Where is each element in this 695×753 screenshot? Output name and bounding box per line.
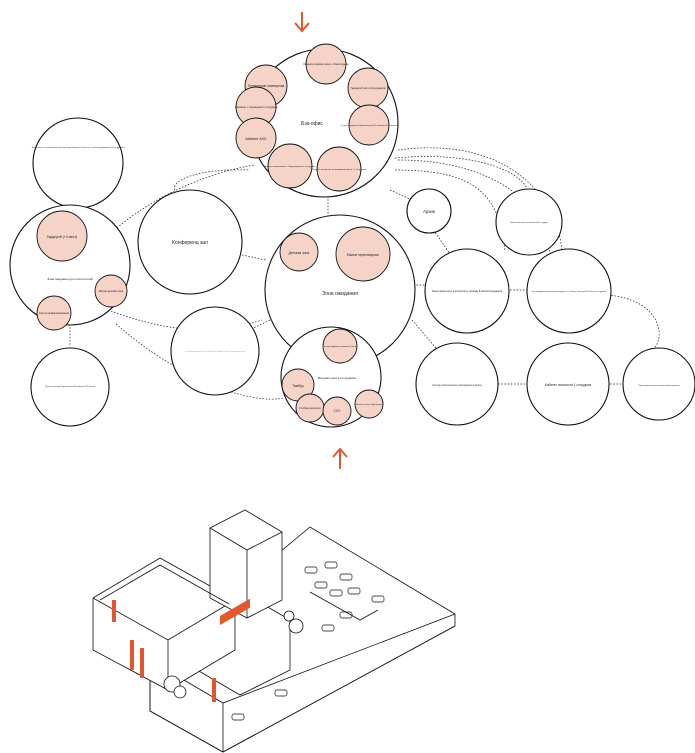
kids-zone-label: Детская зона <box>289 251 310 255</box>
wc-visitors-a-label: С/у для посетителей Раздельный для М (2 … <box>45 385 96 388</box>
wc-staff-bubble <box>348 104 390 146</box>
tree-icon <box>283 610 304 634</box>
building-illustration <box>92 509 456 753</box>
waiting-main-label: Зона ожидания <box>322 291 358 297</box>
aho-label: Кабинет АХО <box>246 137 267 141</box>
specialists-label: Отдел(ы) специалистов (например юрист) ~… <box>311 169 367 171</box>
kids-zone-a-label: Малая детская зона <box>99 289 124 293</box>
collective-space-circle <box>622 347 695 421</box>
bottom-entrance-arrow-icon <box>332 447 348 469</box>
tower-block <box>209 509 283 619</box>
top-entrance-arrow-icon <box>294 12 310 33</box>
facade-panel-4 <box>212 678 216 702</box>
cctv-label: ССУ <box>334 409 342 413</box>
wardrobe-visitors-label: Гардероб (+4 мест) <box>47 235 77 239</box>
wardrobe-visitors-bubble <box>36 210 88 262</box>
wc-staff-label: С/у для сотрудников Раздельный для М (2 … <box>341 124 398 127</box>
room-kitchen-bubble <box>305 43 347 85</box>
specialists-bubble <box>316 146 362 192</box>
collective-space-label: Пространство для коллективной работы <box>638 384 680 387</box>
facade-panel-2 <box>140 648 144 678</box>
vestibule-label: Тамбур <box>292 384 304 388</box>
visitors-area-circle <box>32 117 124 209</box>
kids-zone-bubble <box>279 232 319 272</box>
parking-cars <box>231 561 385 721</box>
cctv-bubble <box>322 396 352 426</box>
back-office-label: Бэк-офис <box>301 121 323 127</box>
facade-panel-3 <box>112 600 116 622</box>
head-cabinet-label: Кабинет заместителя начальника ЦЗН 1 сот… <box>510 222 548 224</box>
conference-circle <box>137 189 243 295</box>
meeting-small-label: Малые переговорные <box>347 253 379 257</box>
psychologist-circle <box>526 342 610 426</box>
info-sector-label: Сектор информирования <box>39 311 70 315</box>
facade-sign <box>220 598 250 625</box>
aho-bubble <box>235 117 277 159</box>
conference-label: Конференц зал <box>172 240 208 246</box>
wc-visitors-a-circle <box>30 347 110 427</box>
electronic-queue-bubble <box>354 389 384 419</box>
individual-work-circle <box>526 248 612 334</box>
individual-work-label: Отдел индивидуальной работы (развитие ка… <box>532 290 607 293</box>
archive-circle <box>406 188 452 234</box>
reception-desk-label: Стойка ресепшн <box>299 406 321 410</box>
kids-zone-a-bubble <box>94 274 128 308</box>
parking-lane <box>309 591 379 621</box>
head-office-bubble <box>267 143 313 189</box>
meeting-small-bubble <box>335 226 391 282</box>
wc-visitors-b-circle <box>170 306 260 396</box>
self-service-bubble <box>322 328 358 364</box>
primary-reception-circle <box>424 248 510 334</box>
entrance-label: Входная зона 3 сотрудника <box>318 376 356 380</box>
main-block <box>92 557 236 691</box>
head-cabinet-circle <box>495 188 563 256</box>
tree-icon <box>163 675 187 699</box>
electronic-queue-label: Мобильная станция Цифр.рецепшн <box>355 403 383 406</box>
archive-label: Архив <box>423 209 436 214</box>
info-sector-bubble <box>36 295 72 331</box>
electronic-sector-label: Сектор электронного посещения 4 места <box>432 383 482 387</box>
wardrobe-label: Гардероб для сотрудников <box>351 86 386 90</box>
self-service-label: Сектор цифровых сервисов (4 окна) <box>323 345 357 348</box>
wc-visitors-b-label: С/у для посетителей Раздельный для М (2 … <box>185 350 245 353</box>
visitors-area-label: Зона работы с посетителями Обособленные … <box>31 147 124 149</box>
facade-panel-1 <box>130 640 134 670</box>
serving-office-label: 1 кабинет + Серверная 1 сотрудник <box>235 105 279 109</box>
psychologist-label: Кабинет психолога 1 сотрудник <box>545 383 592 387</box>
electronic-sector-circle <box>415 342 499 426</box>
tech-rooms-label: Технические помещения <box>248 84 285 88</box>
head-office-label: Кабинет начальника + Переговорная 1 сотр… <box>265 166 315 168</box>
waiting-zone-label: Зона ожидания для посетителей <box>47 277 93 281</box>
primary-reception-label: Зона первичного и вторичного приёма 8 ок… <box>432 289 503 293</box>
room-kitchen-label: Комната приёма пищи + Зона отдыха <box>303 62 349 66</box>
